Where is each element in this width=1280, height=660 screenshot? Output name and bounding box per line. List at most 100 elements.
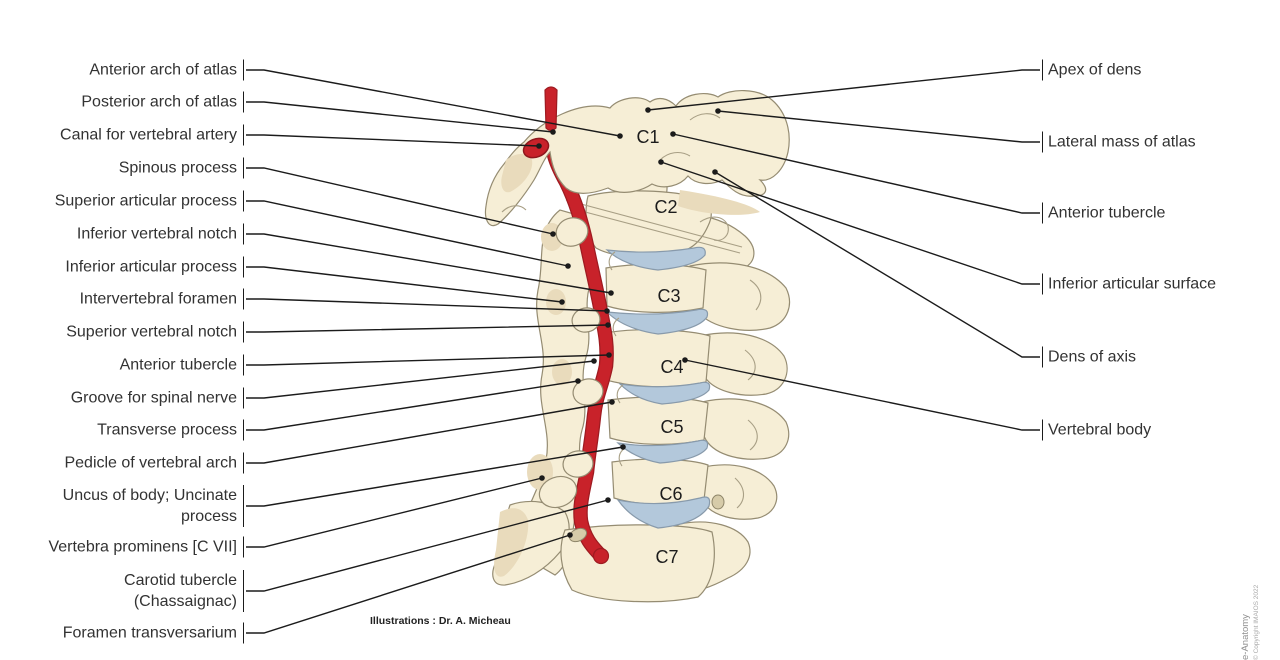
leader-dot — [605, 322, 611, 328]
leader-dot — [539, 475, 545, 481]
label-vertebra-prominens-c-vii: Vertebra prominens [C VII] — [48, 536, 244, 558]
label-lateral-mass-of-atlas: Lateral mass of atlas — [1042, 131, 1196, 153]
vertebra-label-c3: C3 — [657, 286, 680, 306]
label-dens-of-axis: Dens of axis — [1042, 346, 1136, 368]
leader-dot — [670, 131, 676, 137]
c6-foramen-oval — [711, 494, 725, 510]
leader-line — [246, 534, 571, 634]
bone-detail-lines — [565, 199, 762, 509]
attribution-text: Illustrations : Dr. A. Micheau — [370, 615, 511, 627]
c6-posterior-shape — [696, 464, 778, 520]
atlas-shape — [484, 90, 790, 227]
disc-c5-c6 — [616, 439, 709, 464]
disc-c2-c3 — [605, 246, 706, 271]
intervertebral-discs — [605, 246, 711, 529]
foramina-ovals — [568, 494, 725, 543]
leader-line — [246, 101, 554, 133]
leader-dot — [617, 133, 623, 139]
leader-dot — [715, 108, 721, 114]
leader-dot — [682, 357, 688, 363]
leader-dot — [591, 358, 597, 364]
c5-body-shape — [607, 396, 709, 445]
disc-c4-c5 — [618, 381, 711, 405]
leader-line — [660, 161, 1040, 285]
label-superior-articular-process: Superior articular process — [55, 190, 244, 212]
leader-dot — [550, 129, 556, 135]
label-inferior-articular-process: Inferior articular process — [65, 256, 244, 278]
vertebra-label-c2: C2 — [654, 197, 677, 217]
copyright-text: © Copyright IMAIOS 2022 — [1253, 584, 1260, 660]
vertebra-label-c6: C6 — [659, 484, 682, 504]
c4-body-shape — [603, 329, 711, 388]
leader-dot — [559, 299, 565, 305]
label-inferior-vertebral-notch: Inferior vertebral notch — [77, 223, 244, 245]
disc-c3-c4 — [605, 308, 709, 335]
leader-line — [717, 110, 1040, 143]
label-carotid-tubercle-chassaignac: Carotid tubercle (Chassaignac) — [124, 570, 244, 612]
label-superior-vertebral-notch: Superior vertebral notch — [66, 321, 244, 343]
leader-dot — [606, 352, 612, 358]
label-inferior-articular-surface: Inferior articular surface — [1042, 273, 1216, 295]
label-groove-for-spinal-nerve: Groove for spinal nerve — [71, 387, 244, 409]
leader-line — [246, 134, 540, 147]
leader-line — [246, 360, 595, 399]
leader-dot — [645, 107, 651, 113]
artery-stub — [544, 86, 558, 132]
leader-dot — [567, 532, 573, 538]
leader-line — [246, 499, 609, 592]
leader-dot — [620, 444, 626, 450]
label-uncus-of-body-uncinate-process: Uncus of body; Uncinate process — [63, 485, 244, 527]
label-pedicle-of-vertebral-arch: Pedicle of vertebral arch — [64, 452, 244, 474]
c5-posterior-shape — [697, 398, 790, 460]
leader-line — [684, 359, 1040, 431]
leader-line — [246, 401, 613, 464]
leader-dot — [605, 497, 611, 503]
brand-text: e-Anatomy — [1240, 614, 1251, 660]
c3-body-shape — [605, 263, 707, 313]
label-foramen-transversarium: Foramen transversarium — [63, 622, 244, 644]
leader-line — [246, 477, 543, 548]
label-anterior-tubercle: Anterior tubercle — [1042, 202, 1165, 224]
leader-dot — [712, 169, 718, 175]
c7-foramen-transversarium-oval — [568, 527, 588, 543]
bone-shapes — [492, 135, 791, 603]
leader-dot — [608, 290, 614, 296]
vertebra-label-c7: C7 — [655, 547, 678, 567]
leader-line — [246, 380, 579, 431]
leader-dot — [575, 378, 581, 384]
label-posterior-arch-of-atlas: Posterior arch of atlas — [81, 91, 244, 113]
leader-line — [647, 69, 1040, 111]
leader-lines — [246, 69, 1040, 634]
label-anterior-tubercle: Anterior tubercle — [120, 354, 244, 376]
leader-dot — [550, 231, 556, 237]
leader-line — [246, 69, 621, 137]
leader-line — [714, 171, 1040, 358]
atlas-complex — [484, 86, 790, 227]
leader-dot — [565, 263, 571, 269]
leader-dot — [536, 143, 542, 149]
leader-line — [246, 446, 624, 507]
leader-line — [246, 167, 554, 235]
leader-line — [246, 298, 608, 312]
vertebra-label-c1: C1 — [636, 127, 659, 147]
leader-dot — [604, 308, 610, 314]
label-apex-of-dens: Apex of dens — [1042, 59, 1141, 81]
vertebral-artery-canal — [522, 137, 550, 159]
disc-c6-c7 — [616, 496, 711, 529]
c2-body-shape — [585, 190, 712, 259]
label-vertebral-body: Vertebral body — [1042, 419, 1151, 441]
leader-line — [246, 200, 569, 267]
bone-shading — [494, 190, 760, 577]
watermark: e-Anatomy © Copyright IMAIOS 2022 — [1240, 540, 1266, 660]
leader-line — [672, 133, 1040, 214]
leader-line — [246, 354, 610, 366]
label-transverse-process: Transverse process — [97, 419, 244, 441]
leader-dot — [658, 159, 664, 165]
leader-line — [246, 233, 612, 294]
leader-line — [246, 324, 609, 333]
label-spinous-process: Spinous process — [119, 157, 244, 179]
label-anterior-arch-of-atlas: Anterior arch of atlas — [89, 59, 244, 81]
